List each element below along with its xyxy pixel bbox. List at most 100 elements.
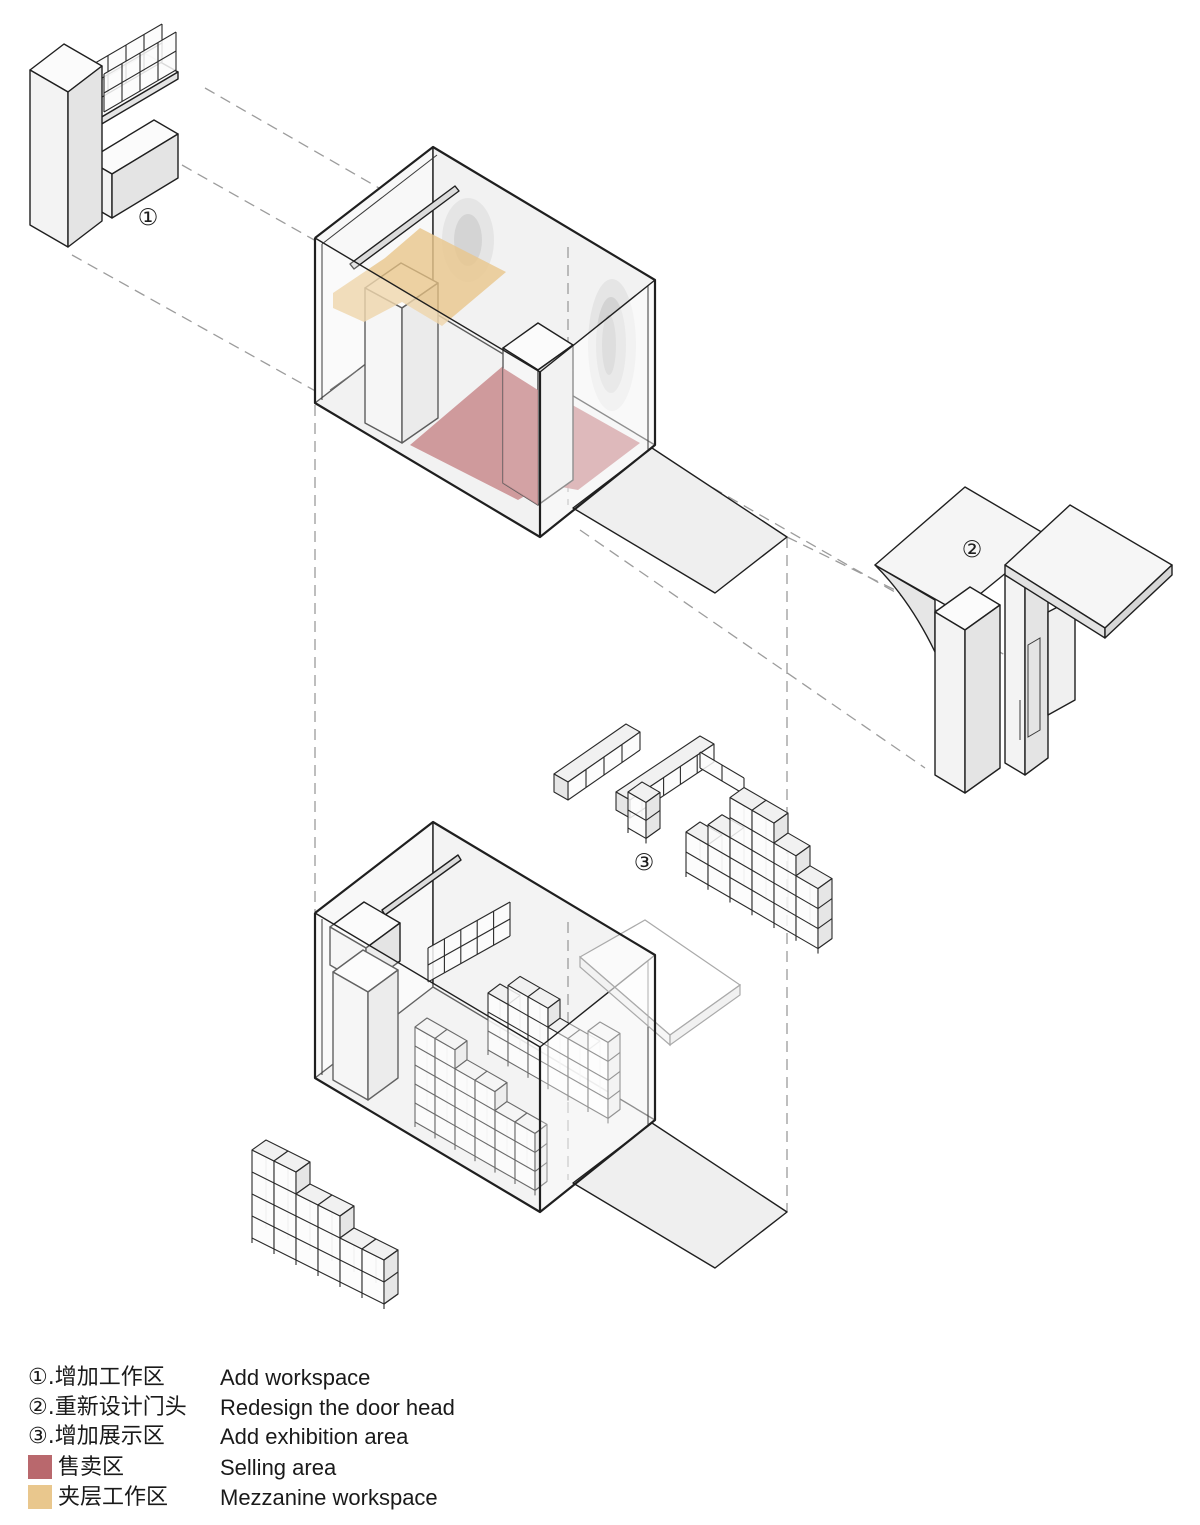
shelf-grid-line: [414, 1083, 436, 1096]
door-pillar-left-face: [934, 611, 966, 794]
box-outline: [313, 145, 657, 539]
shelf-grid-line: [795, 935, 819, 950]
shelf-grid-line: [454, 1106, 476, 1119]
wall-thickness-line: [321, 154, 438, 245]
loose-shelf-unit: [251, 1139, 399, 1309]
legend-row-mezzanine: 夹层工作区 Mezzanine workspace: [0, 1484, 560, 1511]
shelf-grid-line: [383, 1271, 399, 1283]
shelf-grid-line: [454, 1144, 476, 1157]
shelf-grid-line: [361, 1270, 385, 1283]
legend-label-en: Add workspace: [220, 1365, 371, 1390]
shelf-grid-line: [699, 767, 745, 795]
shelf-grid-line: [729, 817, 753, 831]
shelf-grid-line: [251, 1237, 275, 1250]
shelf-grid-line: [795, 845, 811, 857]
shelf-grid-line: [317, 1226, 341, 1239]
shelf-grid-line: [817, 938, 833, 950]
shelf-grid-line: [685, 871, 709, 886]
shelf-grid-line: [507, 1060, 529, 1074]
legend-label-cn: ②.重新设计门头: [28, 1395, 187, 1420]
shelf-grid-line: [434, 1132, 456, 1146]
shelf-grid-line: [103, 69, 177, 113]
shelf-grid-line: [645, 809, 661, 821]
workspace-module: [29, 23, 179, 248]
ghost-canopy-slab-right-face: [669, 983, 741, 1047]
shelf-grid-line: [273, 1226, 297, 1239]
shelf-grid-line: [729, 897, 753, 911]
shelf-grid-line: [383, 1249, 399, 1261]
canopy-slab-right-face: [1104, 564, 1173, 639]
shelf-grid-line: [627, 809, 647, 821]
shelf-grid-line: [454, 1125, 476, 1138]
shelf-face: [495, 1110, 515, 1179]
shelf-grid-line: [494, 1167, 516, 1180]
shelf-grid-line: [434, 1075, 456, 1089]
shelf-grid-line: [103, 50, 177, 94]
shelf-grid-line: [494, 1148, 516, 1161]
shelf-grid-line: [103, 31, 177, 75]
shelf-grid-line: [474, 1117, 496, 1131]
projection-line: [786, 536, 941, 613]
shelf-grid-line: [361, 1292, 385, 1305]
shelf-grid-line: [295, 1161, 311, 1173]
tall-cabinet-right-face: [367, 969, 399, 1101]
door-post-left-face: [1004, 574, 1026, 776]
shelf-grid-line: [527, 1015, 549, 1028]
shelf-grid-line: [507, 1003, 529, 1017]
ceiling-beam: [349, 185, 460, 270]
selling-area-swatch: [28, 1455, 52, 1479]
shelf-face: [488, 993, 508, 1062]
legend-label-cn: 售卖区: [58, 1455, 125, 1480]
shelf-grid-line: [773, 922, 797, 937]
shelf-grid-line: [507, 1022, 529, 1036]
shelf-grid-line: [567, 749, 641, 801]
shelf-grid-line: [339, 1259, 363, 1272]
legend-row-exhibition: ③.增加展示区 Add exhibition area: [0, 1423, 560, 1450]
shelf-grid-line: [707, 844, 731, 858]
shelf-grid-line: [427, 935, 511, 983]
shelf-grid-line: [251, 1171, 275, 1184]
shelf-grid-line: [273, 1204, 297, 1217]
shelf-face: [515, 1122, 535, 1191]
shelf-grid-line: [251, 1193, 275, 1206]
shelf-grid-line: [514, 1140, 536, 1153]
shelf-grid-line: [729, 857, 753, 871]
shelf-grid-line: [487, 1049, 509, 1062]
shelf-grid-line: [474, 1155, 496, 1169]
shelf-grid-line: [751, 889, 775, 904]
shelf-face: [435, 1038, 455, 1145]
shelf-grid-line: [817, 898, 833, 910]
shelf-grid-line: [729, 877, 753, 891]
workspace-counter-right-face: [111, 133, 179, 219]
legend-label-cn: ①.增加工作区: [28, 1365, 165, 1390]
shelf-end-face: [553, 773, 569, 801]
mezzanine-workspace-zone: [333, 228, 506, 326]
shelf-face: [730, 797, 752, 911]
shelf-grid-line: [514, 1159, 536, 1172]
assembled-store-box: [313, 820, 788, 1269]
exhibition-shelves: [553, 723, 833, 954]
shelf-grid-line: [567, 731, 641, 783]
shelf-grid-line: [414, 1045, 436, 1058]
legend-label-en: Mezzanine workspace: [220, 1485, 438, 1510]
shelf-grid-line: [414, 1064, 436, 1077]
shelf-grid-line: [773, 812, 789, 824]
shelf-face: [318, 1205, 340, 1282]
shelf-grid-line: [507, 1041, 529, 1055]
shelf-face: [796, 875, 818, 949]
shelf-grid-line: [317, 1270, 341, 1283]
legend-row-selling-area: 售卖区 Selling area: [0, 1454, 560, 1481]
shelf-grid-line: [295, 1259, 319, 1272]
shelf-grid-line: [434, 1056, 456, 1070]
door-pillar-right-face: [964, 604, 1001, 794]
exploded-axonometric-diagram: ①: [29, 23, 1173, 1309]
shelf-grid-line: [487, 1030, 509, 1043]
box-outline: [313, 820, 657, 1214]
mezzanine-swatch: [28, 1485, 52, 1509]
shelf-grid-line: [685, 851, 709, 866]
shelf-grid-line: [773, 862, 797, 877]
door-head: [874, 486, 1173, 794]
shelf-grid-line: [645, 791, 661, 803]
shelf-grid-line: [474, 1136, 496, 1150]
